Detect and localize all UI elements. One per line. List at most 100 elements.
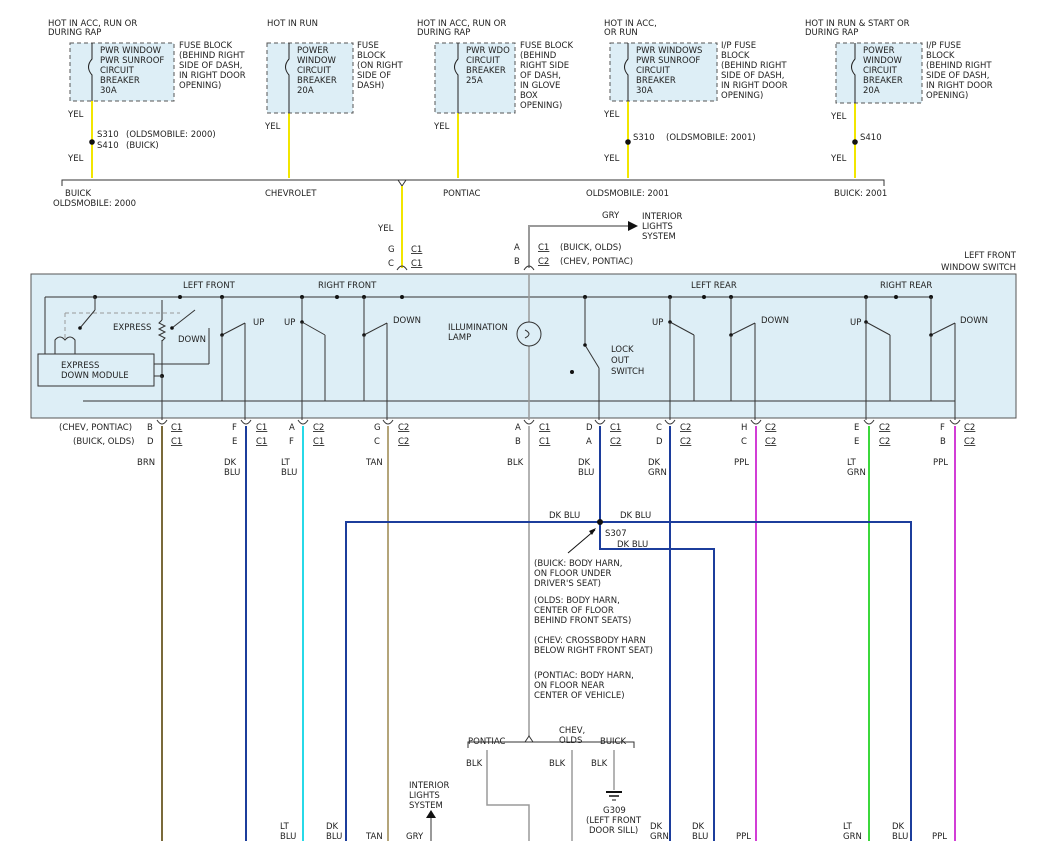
- splice-dot: [852, 139, 858, 145]
- hot-label: HOT IN RUN: [267, 19, 318, 29]
- interior-lights-label: SYSTEM: [409, 801, 443, 811]
- hot-label: DURING RAP: [417, 28, 470, 38]
- connector-label: C1: [171, 437, 182, 447]
- interior-lights-label: INTERIOR: [409, 781, 450, 791]
- vehicle-bracket: [61, 179, 885, 186]
- breaker-label: 30A: [636, 86, 653, 96]
- splice-label: S410: [97, 141, 119, 151]
- fuse-location: SIDE OF DASH,: [721, 71, 785, 81]
- breaker-symbol: [624, 43, 629, 101]
- breaker-symbol: [454, 43, 459, 113]
- vehicle-label: PONTIAC: [443, 189, 481, 199]
- fuse-location: BLOCK: [721, 51, 750, 61]
- connector-label: C2: [879, 423, 890, 433]
- splice-note: (OLDSMOBILE: 2001): [666, 133, 756, 143]
- lamp-filament: [524, 329, 530, 339]
- lamp-label: ILLUMINATION: [448, 323, 508, 333]
- connector-arc: [523, 419, 535, 425]
- splice-label: S310: [633, 133, 655, 143]
- relay-coil: [54, 336, 76, 354]
- vehicle-label: OLDSMOBILE: 2000: [53, 199, 136, 209]
- module-label: EXPRESS: [61, 361, 99, 371]
- pin-label: D: [656, 437, 663, 447]
- connector-label: C1: [610, 423, 621, 433]
- vehicle-label: CHEVROLET: [265, 189, 317, 199]
- module-label: DOWN MODULE: [61, 371, 129, 381]
- breaker-label: BREAKER: [466, 66, 506, 76]
- switch-lever: [221, 322, 246, 336]
- connector-label: C2: [765, 437, 776, 447]
- connector-arc: [156, 419, 168, 425]
- breaker-label: CIRCUIT: [636, 66, 671, 76]
- switch-lever: [865, 321, 891, 336]
- connector-label: C1: [171, 423, 182, 433]
- fuse-location: OPENING): [721, 91, 763, 101]
- breaker-label: PWR SUNROOF: [100, 56, 164, 66]
- ground-label: (LEFT FRONT: [586, 816, 642, 826]
- bus-dot: [178, 295, 182, 299]
- ground-location-note: BEHIND FRONT SEATS): [534, 616, 631, 626]
- breaker-label: 20A: [863, 86, 880, 96]
- connector-label: C1: [313, 437, 324, 447]
- connector-arc: [949, 419, 961, 425]
- lockout-label: LOCK: [611, 345, 634, 355]
- wire-color-label: BLU: [578, 468, 594, 478]
- wire-color-label: YEL: [67, 154, 84, 164]
- pin-label: C: [374, 437, 380, 447]
- bus-dot: [894, 295, 898, 299]
- bracket-notch: [397, 179, 407, 187]
- wire-color-label: YEL: [830, 112, 847, 122]
- pin-label: B: [515, 437, 521, 447]
- wire-color-label: PPL: [734, 458, 749, 468]
- wire-color-label: BLK: [466, 759, 483, 769]
- wire-color-label: DK BLU: [617, 540, 648, 550]
- bottom-wire-label: BLU: [892, 832, 908, 841]
- vehicle-label: BUICK: [65, 189, 91, 199]
- breaker-label: 20A: [297, 86, 314, 96]
- down-label: DOWN: [393, 316, 421, 326]
- connector-label: C2: [765, 423, 776, 433]
- wire-color-label: LT: [847, 458, 857, 468]
- connector-arc: [382, 419, 394, 425]
- vehicle-label: PONTIAC: [468, 737, 506, 747]
- breaker-label: PWR WINDOW: [100, 46, 162, 56]
- interior-lights-label: INTERIOR: [642, 212, 683, 222]
- connector-label: C2: [398, 437, 409, 447]
- switch-lever: [79, 309, 96, 329]
- breaker-label: BREAKER: [297, 76, 337, 86]
- pin-label: G: [374, 423, 381, 433]
- pin-label: E: [854, 437, 859, 447]
- resistor: [157, 319, 167, 342]
- bus-dot: [335, 295, 339, 299]
- pivot-dot: [583, 343, 587, 347]
- switch-title: WINDOW SWITCH: [941, 263, 1016, 273]
- bottom-wire-label: LT: [280, 822, 290, 832]
- up-label: UP: [850, 318, 861, 328]
- down-label: DOWN: [178, 335, 206, 345]
- wire-color-label: DK BLU: [620, 511, 651, 521]
- splice-dot: [625, 139, 631, 145]
- wire-color-label: YEL: [264, 122, 281, 132]
- connector-note: (BUICK, OLDS): [73, 437, 134, 447]
- bracket-notch: [524, 735, 534, 743]
- up-label: UP: [253, 318, 264, 328]
- arrow-icon: [589, 528, 596, 535]
- gry-wire: [528, 225, 628, 268]
- fuse-location: BOX: [520, 91, 538, 101]
- bottom-wire-label: DK: [650, 822, 663, 832]
- switch-title: LEFT FRONT: [964, 251, 1017, 261]
- splice-note: (OLDSMOBILE: 2000): [126, 130, 216, 140]
- contact-dot: [570, 370, 574, 374]
- fuse-location: OPENING): [926, 91, 968, 101]
- down-label: DOWN: [960, 316, 988, 326]
- arrow-icon: [628, 221, 638, 231]
- fuse-location: (BEHIND RIGHT: [926, 61, 992, 71]
- vehicle-label: OLDSMOBILE: 2001: [586, 189, 669, 199]
- arrow-icon: [426, 810, 436, 818]
- interior-lights-label: LIGHTS: [642, 222, 673, 232]
- breaker-label: WINDOW: [863, 56, 903, 66]
- fuse-location: SIDE OF: [357, 71, 391, 81]
- section-label: LEFT FRONT: [183, 281, 236, 291]
- bottom-wire-label: BLU: [280, 832, 296, 841]
- fuse-location: FUSE: [357, 41, 379, 51]
